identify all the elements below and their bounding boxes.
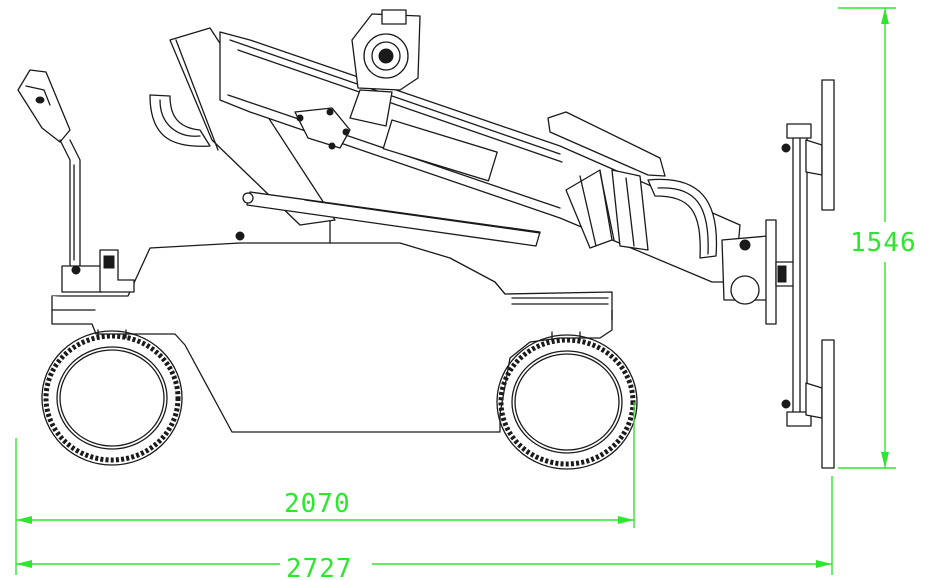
machine-chassis [51,217,613,433]
front-wheel [496,331,638,470]
overall-length-dimension: 2727 [16,476,833,580]
control-box [349,9,421,127]
rear-mast [149,27,336,226]
tie-cylinder [235,191,541,247]
rear-wheel [41,329,183,466]
wheelbase-dimension: 2070 [15,402,635,575]
boom-extension [547,111,718,259]
overall-length-dimension-label: 2727 [286,554,353,580]
wheelbase-dimension-label: 2070 [284,489,351,519]
height-dimension-label: 1546 [850,228,917,258]
rotator-head [721,219,795,325]
tiller-handle [17,69,135,293]
vacuum-frame [781,79,835,469]
height-dimension: 1546 [838,7,917,469]
main-boom [219,31,741,283]
